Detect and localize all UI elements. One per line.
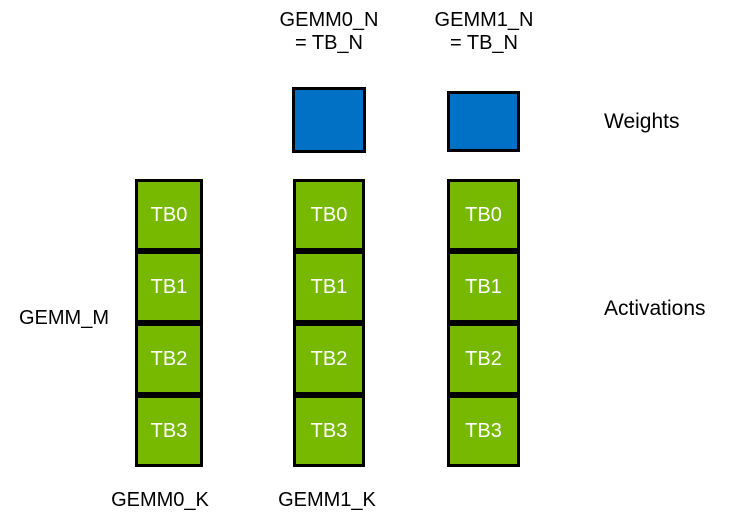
tb-block: TB3 (293, 395, 365, 467)
tb-block: TB3 (135, 395, 203, 467)
tb-block: TB2 (135, 323, 203, 395)
gemm-m-label: GEMM_M (19, 307, 109, 329)
gemm0-n-header-line2: = TB_N (295, 32, 363, 54)
tb-block: TB0 (135, 179, 203, 251)
tb-block: TB0 (293, 179, 365, 251)
activations-column-gemm1: TB0 TB1 TB2 TB3 (447, 179, 520, 467)
gemm1-n-header-line2: = TB_N (450, 32, 518, 54)
gemm0-n-header-line1: GEMM0_N (279, 9, 379, 31)
tb-block: TB0 (447, 179, 520, 251)
tb-block: TB2 (447, 323, 520, 395)
tb-block: TB3 (447, 395, 520, 467)
tb-block: TB1 (135, 251, 203, 323)
gemm1-k-label: GEMM1_K (278, 489, 376, 511)
tb-block: TB1 (447, 251, 520, 323)
gemm1-n-header-line1: GEMM1_N (434, 9, 534, 31)
weights-label: Weights (604, 110, 680, 133)
tb-block: TB1 (293, 251, 365, 323)
gemm0-n-header: GEMM0_N = TB_N (280, 9, 379, 55)
tb-block: TB2 (293, 323, 365, 395)
gemm0-k-label: GEMM0_K (111, 489, 209, 511)
gemm1-n-header: GEMM1_N = TB_N (435, 9, 534, 55)
activations-column-gemm0: TB0 TB1 TB2 TB3 (293, 179, 365, 467)
activations-label: Activations (604, 297, 706, 320)
weights-box-gemm0 (292, 87, 366, 153)
activations-column-0: TB0 TB1 TB2 TB3 (135, 179, 203, 467)
weights-box-gemm1 (447, 91, 520, 152)
